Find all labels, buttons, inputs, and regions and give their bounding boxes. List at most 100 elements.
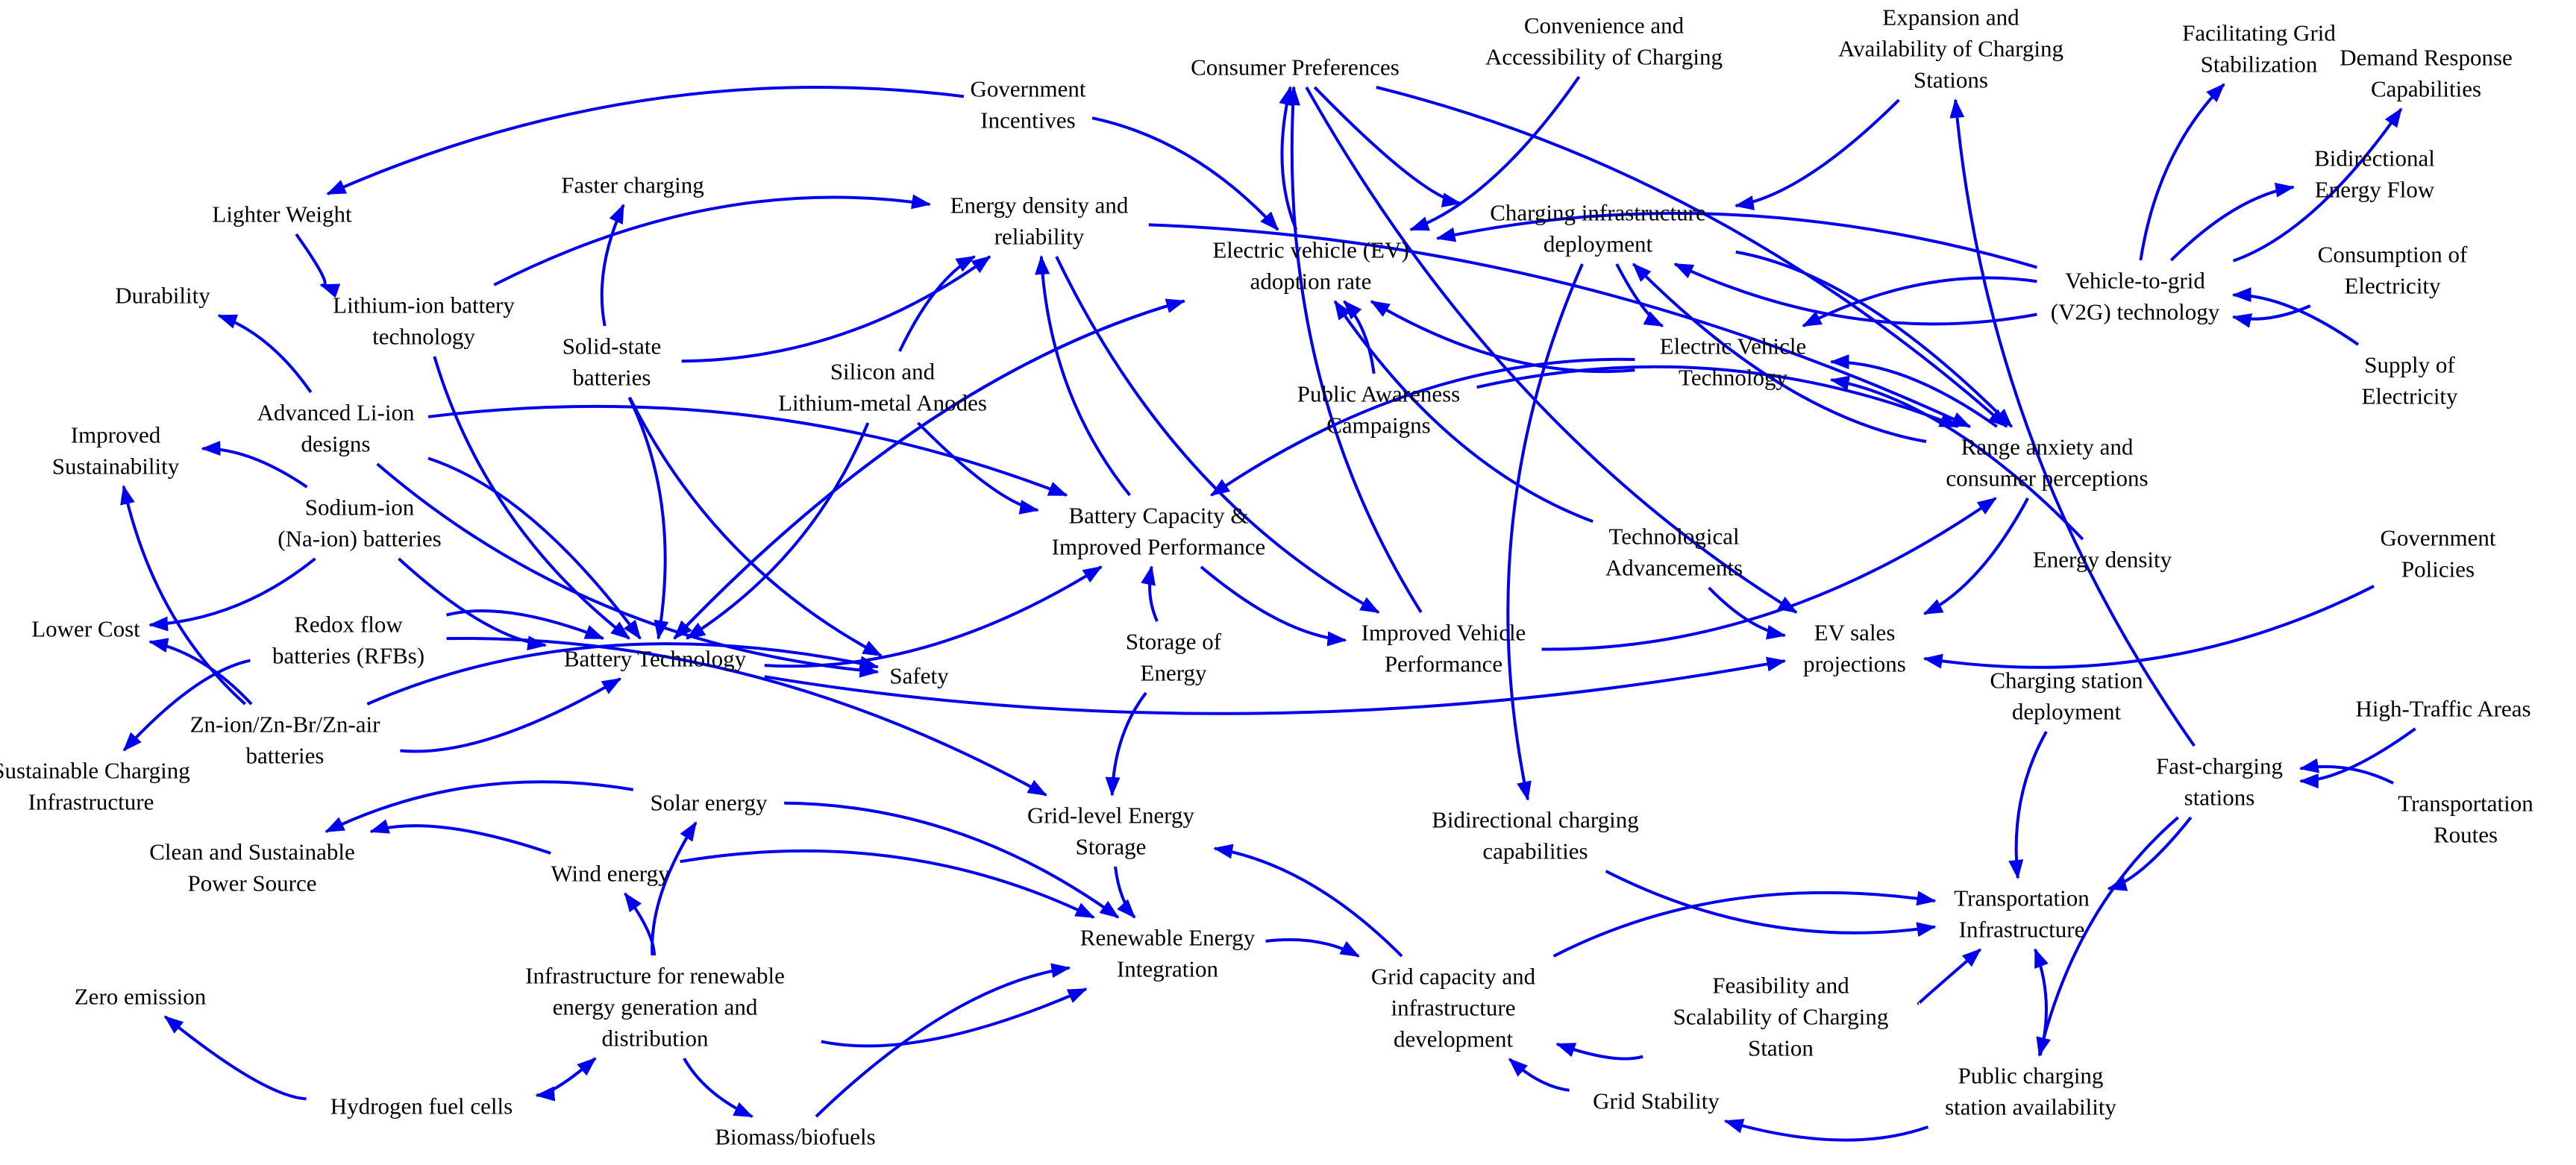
node-label-line: Government xyxy=(971,76,1086,102)
node-lower-cost: Lower Cost xyxy=(31,616,140,642)
node-label-line: Lighter Weight xyxy=(212,201,352,227)
node-battery-capacity: Battery Capacity & Improved Performance xyxy=(1052,503,1266,560)
node-label-line: consumer perceptions xyxy=(1946,465,2148,492)
edge-layer xyxy=(120,75,2416,1142)
node-label-line: Technology xyxy=(1679,365,1787,391)
causal-link xyxy=(1922,585,2375,669)
causal-link xyxy=(2298,758,2394,785)
node-label-line: Power Source xyxy=(187,870,316,896)
causal-link xyxy=(1105,691,1147,797)
node-range-anxiety: Range anxiety and consumer perceptions xyxy=(1946,434,2148,492)
node-label-line: Redox flow xyxy=(294,612,403,638)
node-label-line: stations xyxy=(2184,785,2255,811)
causal-link xyxy=(1035,255,1131,497)
node-label-line: Expansion and xyxy=(1882,4,2019,31)
causal-link xyxy=(1555,1042,1643,1061)
node-label-line: Battery Capacity & xyxy=(1068,503,1248,529)
node-label-line: Scalability of Charging xyxy=(1673,1004,1889,1030)
node-hydrogen-fuel-cells: Hydrogen fuel cells xyxy=(330,1093,513,1120)
causal-link xyxy=(433,356,630,640)
node-label-line: Energy density xyxy=(2033,547,2172,573)
node-label-line: Public charging xyxy=(1958,1063,2104,1089)
node-label-line: Battery Technology xyxy=(564,646,747,672)
causal-link xyxy=(764,656,1787,715)
causal-link xyxy=(1200,565,1347,647)
causal-link xyxy=(1148,223,1972,428)
causal-link xyxy=(600,204,625,327)
node-label-line: Wind energy xyxy=(551,861,670,887)
node-high-traffic-areas: High-Traffic Areas xyxy=(2355,696,2530,722)
causal-link xyxy=(536,1057,597,1097)
causal-link xyxy=(1091,116,1279,231)
causal-link xyxy=(1632,263,1927,443)
node-label-line: Infrastructure xyxy=(28,789,154,815)
causal-link xyxy=(1508,1058,1570,1092)
node-label-line: Performance xyxy=(1385,651,1502,677)
causal-link xyxy=(120,485,246,706)
causal-link xyxy=(1305,87,1798,614)
causal-link xyxy=(1313,86,1462,208)
node-label-line: Electric vehicle (EV) xyxy=(1212,237,1408,263)
node-label-line: Range anxiety and xyxy=(1961,434,2134,460)
causal-link xyxy=(917,421,1039,515)
causal-link xyxy=(493,194,932,286)
node-label-line: Convenience and xyxy=(1524,13,1685,39)
node-label-line: infrastructure xyxy=(1391,995,1516,1021)
causal-link xyxy=(764,565,1103,668)
node-label-line: Consumer Preferences xyxy=(1191,54,1400,81)
causal-link xyxy=(2139,83,2225,261)
node-label-line: Charging infrastructure xyxy=(1490,200,1706,226)
node-solar-energy: Solar energy xyxy=(651,790,768,816)
causal-link xyxy=(1370,300,1635,374)
causal-link xyxy=(1476,365,1960,428)
node-label-line: Bidirectional xyxy=(2314,145,2435,172)
node-label-line: Stabilization xyxy=(2201,51,2318,78)
causal-link xyxy=(1802,276,2037,327)
node-label-line: Vehicle-to-grid xyxy=(2065,268,2205,294)
node-label-line: Improved Performance xyxy=(1052,534,1266,560)
causal-link xyxy=(2231,304,2311,328)
node-label-line: adoption rate xyxy=(1250,269,1372,295)
causal-link xyxy=(163,1015,307,1101)
causal-link xyxy=(366,642,880,706)
node-zero-emission: Zero emission xyxy=(75,984,207,1010)
node-label-line: Energy density and xyxy=(950,192,1129,219)
node-label-line: (Na-ion) batteries xyxy=(278,526,441,552)
causal-link xyxy=(1829,375,2084,541)
node-label-line: Transportation xyxy=(2398,791,2533,817)
causal-link xyxy=(2232,107,2403,263)
node-label-line: Energy xyxy=(1141,660,1207,686)
causal-link xyxy=(1829,354,1998,428)
node-label-line: Facilitating Grid xyxy=(2182,20,2336,46)
node-durability: Durability xyxy=(115,283,210,309)
causal-link xyxy=(1213,844,1403,958)
causal-link xyxy=(1285,86,1423,614)
node-label-line: Policies xyxy=(2401,556,2475,582)
node-label-line: projections xyxy=(1803,651,1906,677)
node-label-line: Stations xyxy=(1914,67,1988,93)
node-label-line: Electric Vehicle xyxy=(1660,333,1807,359)
causal-link xyxy=(325,780,634,833)
node-label-line: Fast-charging xyxy=(2156,753,2283,779)
node-v2g: Vehicle-to-grid(V2G) technology xyxy=(2051,268,2220,325)
causal-link xyxy=(148,557,316,632)
causal-link xyxy=(1435,212,2037,269)
causal-link xyxy=(427,404,1068,497)
node-label-line: Demand Response xyxy=(2340,45,2513,71)
causal-link xyxy=(2036,816,2179,1057)
node-faster-charging: Faster charging xyxy=(561,172,703,198)
node-label-line: Supply of xyxy=(2364,352,2455,378)
